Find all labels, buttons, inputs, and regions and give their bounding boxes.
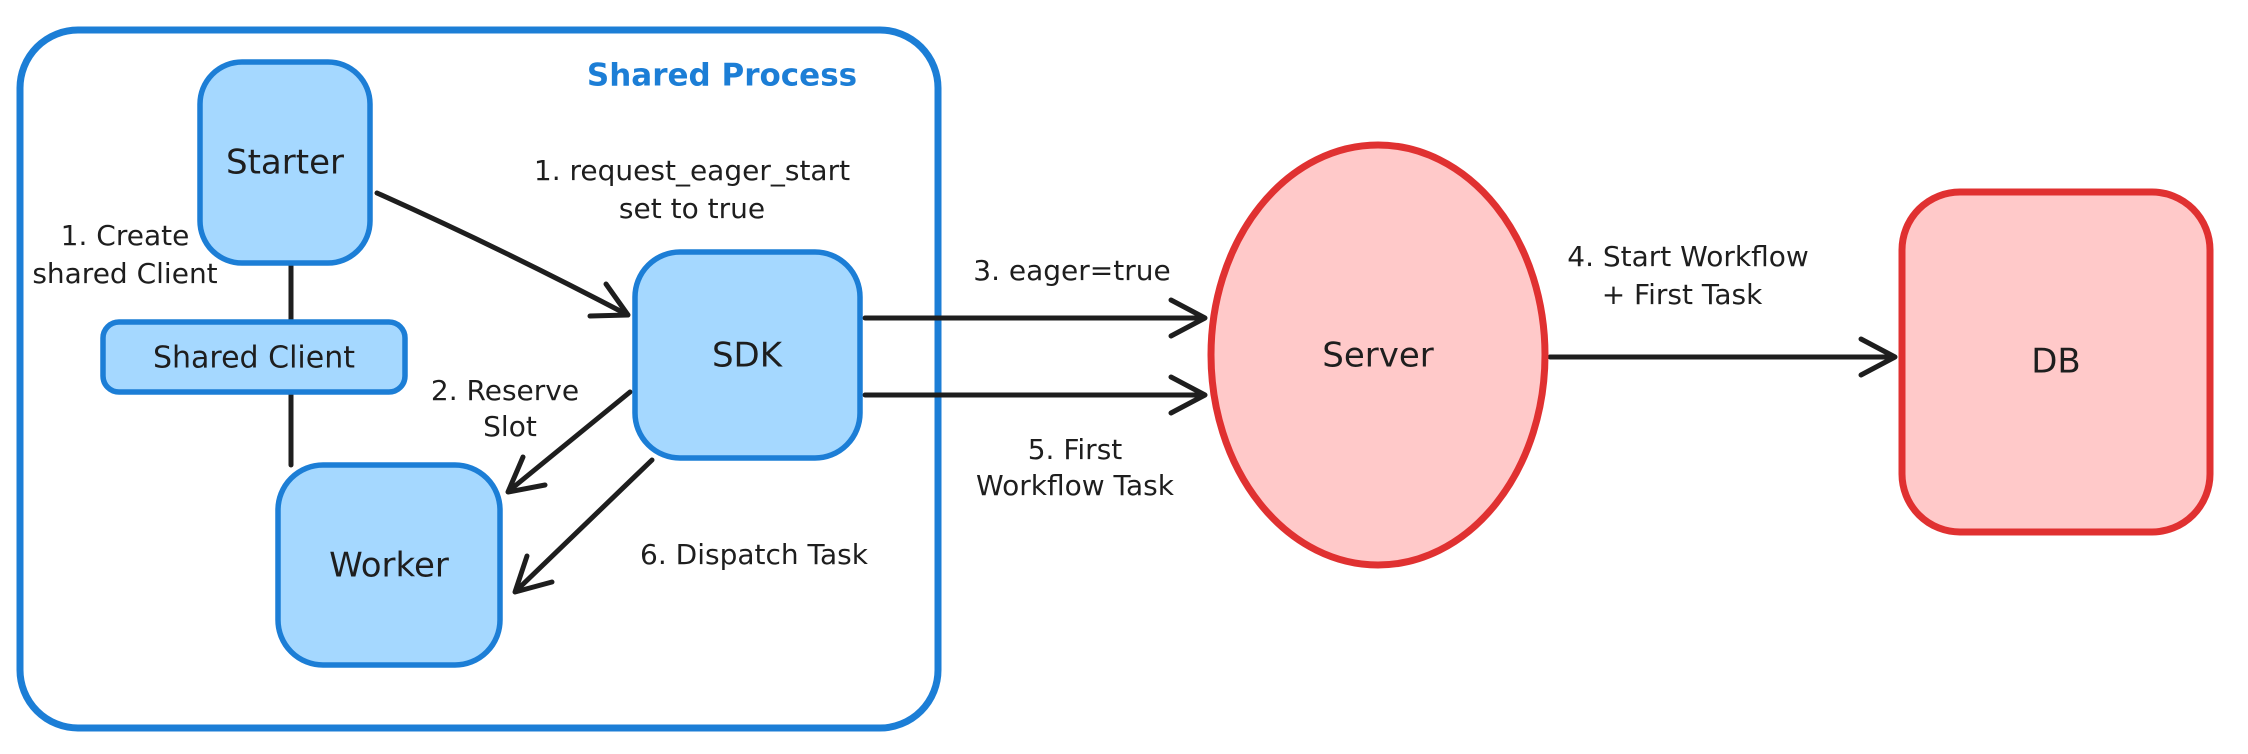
start-workflow-line1: 4. Start Workflow xyxy=(1567,240,1809,273)
worker-box xyxy=(275,462,503,668)
starter-label: Starter xyxy=(226,143,344,183)
first-workflow-task-line1: 5. First xyxy=(1028,433,1123,466)
arrow-starter-sdk-line xyxy=(374,190,629,317)
arrow-dispatch-line xyxy=(514,457,655,593)
arrow-reserve-head xyxy=(505,454,548,495)
arrow-server-db-head xyxy=(1858,336,1898,378)
node-db: DB xyxy=(1898,188,2214,536)
db-label: DB xyxy=(2031,342,2081,382)
node-worker: Worker xyxy=(275,462,503,668)
reserve-slot-line1: 2. Reserve xyxy=(431,374,579,407)
sdk-label: SDK xyxy=(712,336,784,376)
annotation-reserve-slot: 2. Reserve Slot xyxy=(431,374,579,443)
shared-process-title: Shared Process xyxy=(587,58,857,94)
annotation-request-eager-start: 1. request_eager_start set to true xyxy=(534,154,850,225)
create-shared-client-line2: shared Client xyxy=(32,257,217,290)
arrow-eager-head xyxy=(1168,297,1208,339)
worker-label: Worker xyxy=(329,546,449,586)
arrow-sdk-server-task xyxy=(862,374,1208,416)
server-circle xyxy=(1207,141,1549,569)
reserve-slot-line2: Slot xyxy=(483,410,537,443)
request-eager-start-line1: 1. request_eager_start xyxy=(534,154,850,187)
db-box xyxy=(1898,188,2214,536)
request-eager-start-line2: set to true xyxy=(619,192,765,225)
annotation-first-workflow-task: 5. First Workflow Task xyxy=(976,433,1175,502)
arrow-reserve-line xyxy=(507,389,633,493)
first-workflow-task-line2: Workflow Task xyxy=(976,469,1175,502)
annotation-eager-true: 3. eager=true xyxy=(973,254,1170,287)
arrow-task-head xyxy=(1168,374,1208,416)
node-sdk: SDK xyxy=(632,249,863,461)
server-label: Server xyxy=(1322,336,1434,376)
arrow-server-db xyxy=(1547,336,1898,378)
node-starter: Starter xyxy=(197,59,373,266)
node-server: Server xyxy=(1207,141,1549,569)
start-workflow-line2: + First Task xyxy=(1602,278,1763,311)
arrow-starter-sdk xyxy=(374,190,631,319)
node-shared-client: Shared Client xyxy=(100,319,408,395)
dispatch-task-line1: 6. Dispatch Task xyxy=(640,538,869,571)
shared-process-frame xyxy=(16,26,942,732)
annotation-create-shared-client: 1. Create shared Client xyxy=(32,219,217,290)
arrow-starter-sdk-head xyxy=(587,281,631,319)
arrow-dispatch-head xyxy=(512,553,555,595)
shared-process-container: Shared Process xyxy=(16,26,942,732)
arrow-sdk-worker-dispatch xyxy=(512,457,655,595)
arrow-sdk-server-eager xyxy=(862,297,1208,339)
starter-box xyxy=(197,59,373,266)
annotation-dispatch-task: 6. Dispatch Task xyxy=(640,538,869,571)
arrow-sdk-worker-reserve xyxy=(505,389,633,495)
annotation-start-workflow: 4. Start Workflow + First Task xyxy=(1567,240,1809,311)
create-shared-client-line1: 1. Create xyxy=(61,219,190,252)
eager-true-line1: 3. eager=true xyxy=(973,254,1170,287)
shared-client-label: Shared Client xyxy=(153,341,355,376)
sdk-box xyxy=(632,249,863,461)
shared-client-box xyxy=(100,319,408,395)
